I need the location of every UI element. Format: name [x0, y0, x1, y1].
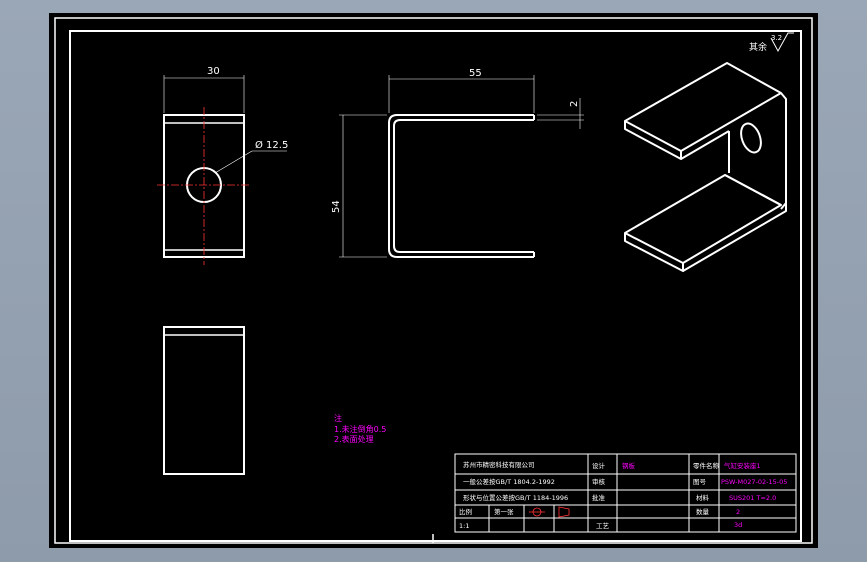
drawing-no-value: PSW-M027-02-15-05 [721, 478, 787, 486]
company-name: 苏州市精密科技有限公司 [463, 460, 535, 469]
roughness-label: 其余 [749, 41, 767, 53]
drawing-no-label: 图号 [693, 478, 707, 486]
thickness-dim-text: 2 [569, 101, 580, 107]
isometric-view [624, 62, 787, 272]
part-name-label: 零件名称 [693, 461, 720, 470]
channel-outer [388, 114, 534, 258]
roughness-value: 3.2 [771, 34, 782, 42]
roughness-mark [770, 32, 794, 53]
width-dim-text: 30 [207, 66, 220, 77]
drawing-sheet: 其余 3.2 30 Ø 12.5 [49, 13, 818, 548]
title-block-text: 苏州市精密科技有限公司 一般公差按GB/T 1804.2-1992 形状与位置公… [459, 460, 787, 530]
iso-web-edge [780, 92, 787, 210]
iso-bottom-flange-edge [624, 233, 684, 272]
bottom-view-outline [163, 326, 245, 475]
height-dim-text: 54 [331, 200, 342, 213]
tolerance-line-2: 形状与位置公差按GB/T 1184-1996 [463, 493, 568, 502]
iso-top-flange-edge [624, 121, 682, 160]
iso-bottom-flange-back [682, 203, 787, 272]
hole-leader [214, 150, 253, 174]
sheet-label: 第一张 [494, 507, 514, 516]
iso-top-flange [624, 62, 782, 152]
hole-dim-text: Ø 12.5 [255, 139, 288, 151]
material-label: 材料 [696, 493, 710, 502]
side-view: 55 2 54 [331, 68, 584, 258]
material-value: SUS201 T=2.0 [729, 494, 776, 502]
iso-bottom-flange [624, 174, 782, 264]
tolerance-line-1: 一般公差按GB/T 1804.2-1992 [463, 477, 555, 486]
front-view: 30 Ø 12.5 [157, 66, 288, 265]
notes-title: 注 [334, 413, 342, 423]
designer-label: 设计 [592, 461, 606, 470]
approver-label: 批准 [592, 493, 606, 502]
inner-border [69, 30, 802, 542]
scale-value: 1:1 [459, 522, 469, 530]
part-name-value: 气缸安装座1 [724, 461, 761, 470]
notes-line-2: 2.表面处理 [334, 434, 374, 444]
flange-dim-text: 55 [469, 68, 482, 79]
process-value: 3d [734, 521, 742, 529]
title-block [454, 453, 797, 533]
title-block-frame [454, 453, 797, 533]
checker-label: 审核 [592, 477, 606, 486]
qty-label: 数量 [696, 507, 710, 516]
process-label: 工艺 [596, 522, 610, 530]
qty-value: 2 [736, 508, 740, 516]
designer-value: 钢板 [622, 461, 636, 470]
iso-top-flange-inner [680, 130, 730, 160]
notes-line-1: 1.未注倒角0.5 [334, 424, 386, 434]
technical-notes: 注 1.未注倒角0.5 2.表面处理 [334, 413, 386, 444]
projection-symbol [529, 506, 570, 518]
iso-hole [740, 122, 762, 154]
scale-label: 比例 [459, 507, 472, 516]
roughness-symbol: 其余 3.2 [749, 32, 794, 53]
channel-inner [393, 119, 534, 253]
drawing-canvas[interactable]: 其余 3.2 30 Ø 12.5 [49, 13, 818, 548]
